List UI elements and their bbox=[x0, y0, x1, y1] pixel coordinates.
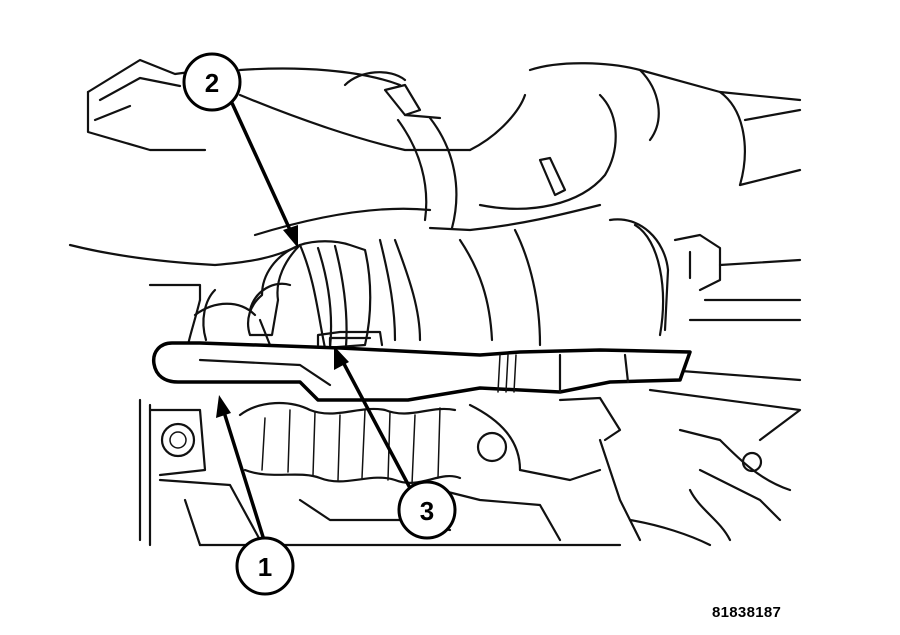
callout-2-label: 2 bbox=[205, 68, 219, 98]
arrowhead-2 bbox=[283, 225, 298, 248]
callout-3: 3 bbox=[397, 480, 457, 540]
callout-2: 2 bbox=[182, 52, 242, 112]
leader-lines bbox=[216, 102, 412, 541]
leader-2 bbox=[230, 102, 293, 233]
arrowhead-3 bbox=[334, 346, 349, 370]
engine-background-linework bbox=[68, 58, 802, 547]
leader-3 bbox=[341, 361, 412, 489]
arrowhead-1 bbox=[216, 395, 231, 418]
leader-1 bbox=[222, 411, 266, 541]
figure-id: 81838187 bbox=[712, 604, 782, 621]
tube-assembly bbox=[151, 330, 692, 402]
callout-1-label: 1 bbox=[258, 552, 272, 582]
callout-3-label: 3 bbox=[420, 496, 434, 526]
callout-1: 1 bbox=[235, 536, 295, 596]
